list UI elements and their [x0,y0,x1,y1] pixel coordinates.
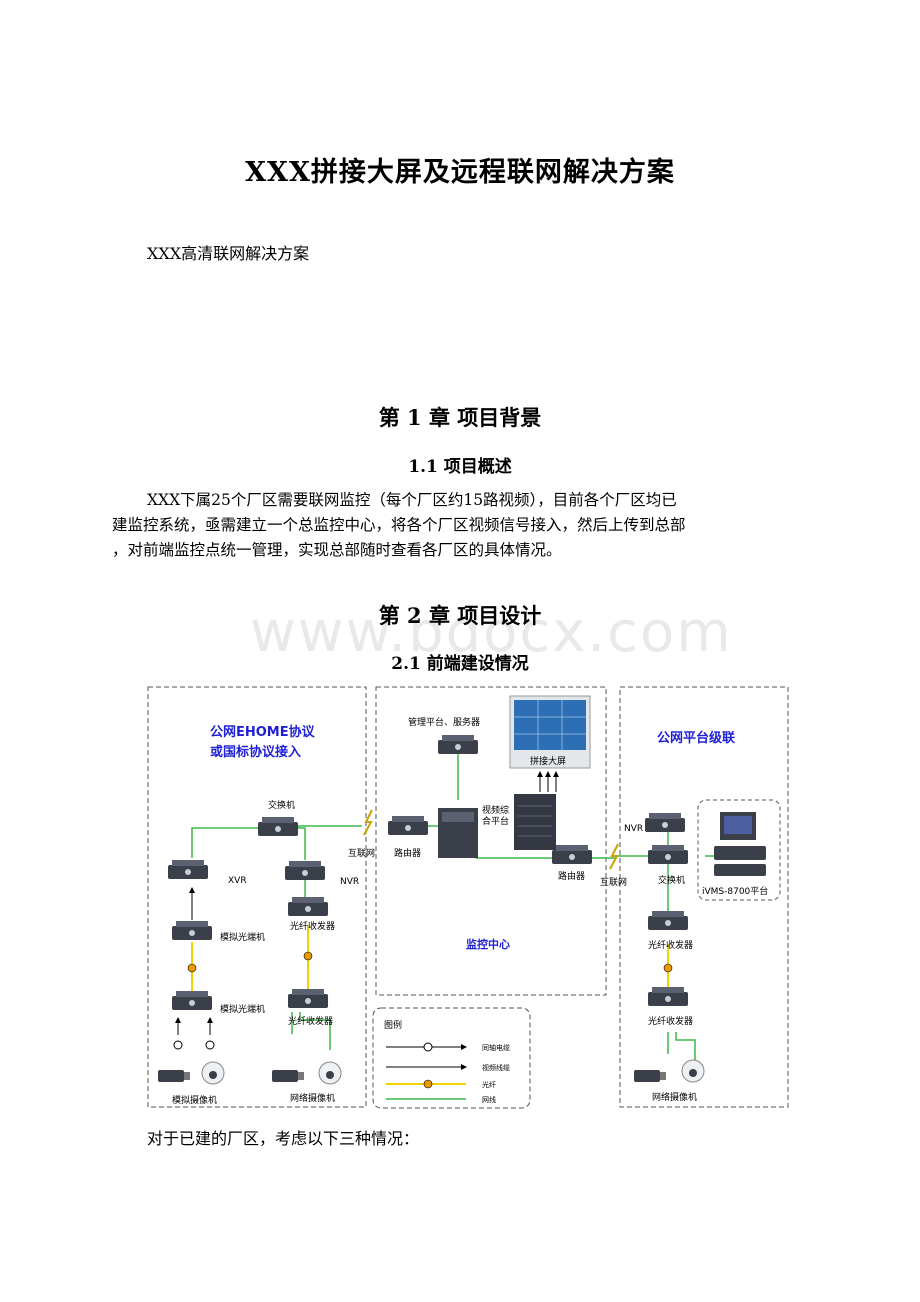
label-mgmt-server: 管理平台、服务器 [408,716,480,728]
fiber-node-icon [663,963,673,973]
legend-coax-label: 同轴电缆 [482,1043,510,1052]
label-fiber-transceiver-1: 光纤收发器 [290,920,335,932]
label-router-1: 路由器 [394,847,421,859]
right-region-box [619,686,789,1108]
label-xvr: XVR [228,876,247,886]
analog-optical-icon [172,991,212,1010]
label-network-camera-right: 网络摄像机 [652,1091,697,1103]
left-title-line-2: 或国标协议接入 [210,744,301,760]
document-subtitle: XXX高清联网解决方案 [147,244,310,263]
after-diagram-text: 对于已建的厂区，考虑以下三种情况： [147,1129,420,1148]
label-nvr: NVR [340,877,359,887]
legend-title: 图例 [384,1019,402,1031]
label-analog-camera: 模拟摄像机 [172,1094,217,1106]
network-diagram: 交换机 XVR NVR 光纤收发器 模拟光端机 模拟光端机 光纤收发器 模拟摄像… [147,686,789,1109]
network-camera-dome-icon [681,1059,705,1083]
watermark: www.bdocx.com [250,600,733,665]
label-switch-right: 交换机 [658,874,685,886]
legend-video-label: 视频线缆 [482,1063,510,1072]
server-icon [438,735,478,754]
paragraph-line-2: 建监控系统，亟需建立一个总监控中心，将各个厂区视频信号接入，然后上传到总部 [112,516,686,534]
section-1-1-heading: 1.1 项目概述 [408,457,512,477]
section-2-1-heading: 2.1 前端建设情况 [391,654,529,674]
xvr-icon [168,860,208,879]
label-analog-optical-1: 模拟光端机 [220,931,265,943]
analog-optical-icon [172,921,212,940]
router-icon [388,816,428,835]
overview-paragraph: XXX下属25个厂区需要联网监控（每个厂区约15路视频），目前各个厂区均已 建监… [112,488,812,563]
network-camera-dome-icon [318,1061,342,1085]
label-internet-2: 互联网 [600,877,627,888]
label-video-platform-1: 视频综 [482,804,509,816]
label-switch-left: 交换机 [268,799,295,811]
legend-fiber-label: 光纤 [482,1080,496,1089]
left-region-box [147,686,367,1108]
label-video-wall: 拼接大屏 [530,755,566,767]
internet-lightning-icon [609,843,619,870]
nvr-icon [285,861,325,880]
label-nvr-right: NVR [624,824,643,834]
switch-icon [648,845,688,864]
paragraph-line-1: XXX下属25个厂区需要联网监控（每个厂区约15路视频），目前各个厂区均已 [147,491,677,509]
fiber-transceiver-icon [288,989,328,1008]
legend-net-label: 网线 [482,1095,496,1104]
chapter-2-heading: 第 2 章 项目设计 [378,603,542,628]
video-cable-arrows [175,771,559,1035]
nvr-icon [645,813,685,832]
coax-symbol-icon [173,1040,183,1050]
monitor-center-label: 监控中心 [466,937,510,951]
label-router-2: 路由器 [558,870,585,882]
fiber-node-icon [187,963,197,973]
fiber-node-icon [303,951,313,961]
label-ivms: iVMS-8700平台 [702,885,768,897]
network-lines [191,752,720,1060]
label-fiber-transceiver-3: 光纤收发器 [648,939,693,951]
network-camera-bullet-icon [272,1070,304,1082]
internet-lightning-icon [363,809,373,836]
label-network-camera: 网络摄像机 [290,1092,335,1104]
fiber-transceiver-icon [288,897,328,916]
center-region-box [375,686,607,996]
document-title: XXX拼接大屏及远程联网解决方案 [245,157,675,188]
label-analog-optical-2: 模拟光端机 [220,1003,265,1015]
right-title: 公网平台级联 [657,730,735,746]
legend-box [372,1007,531,1109]
label-fiber-transceiver-2: 光纤收发器 [288,1015,333,1027]
analog-camera-bullet-icon [158,1070,190,1082]
coax-symbol-icon [205,1040,215,1050]
chapter-1-heading: 第 1 章 项目背景 [378,405,542,430]
label-internet-1: 互联网 [348,848,375,859]
ivms-server-icon [714,846,766,860]
ivms-group-box [697,799,781,901]
fiber-transceiver-icon [648,987,688,1006]
router-icon [552,845,592,864]
switch-icon [258,817,298,836]
network-camera-bullet-icon [634,1070,666,1082]
label-fiber-transceiver-4: 光纤收发器 [648,1015,693,1027]
video-platform-icon [514,794,556,850]
left-title-line-1: 公网EHOME协议 [210,724,316,740]
label-video-platform-2: 合平台 [482,815,509,827]
fiber-transceiver-icon [648,911,688,930]
paragraph-line-3: ，对前端监控点统一管理，实现总部随时查看各厂区的具体情况。 [112,541,562,559]
analog-camera-dome-icon [201,1061,225,1085]
